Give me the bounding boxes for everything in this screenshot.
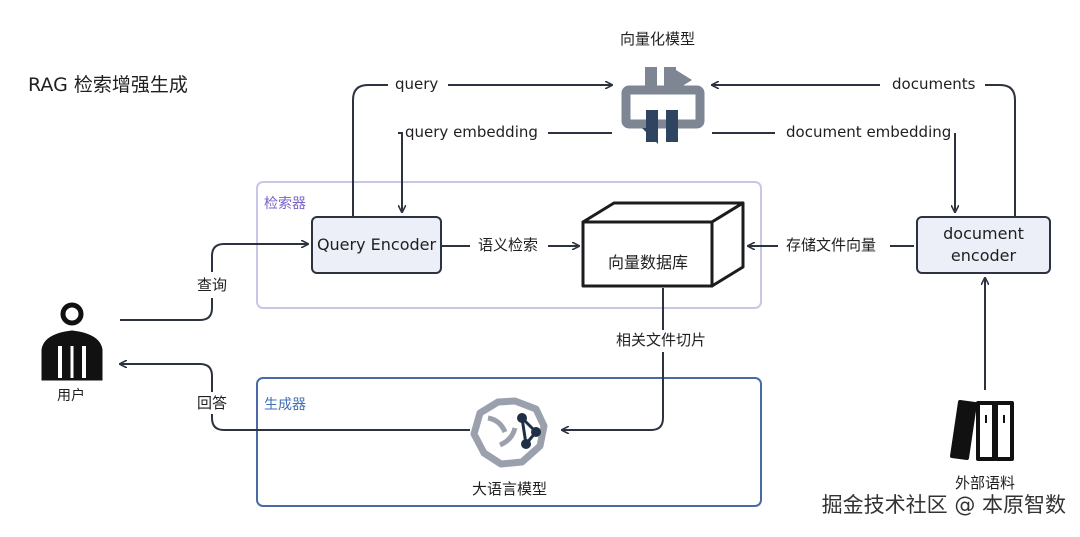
edge-label-query: query xyxy=(395,75,439,93)
database-cube-icon xyxy=(581,201,745,288)
edge-label-answer: 回答 xyxy=(197,394,228,412)
edge-answer-tail xyxy=(120,364,213,392)
edge-ask-tail xyxy=(211,244,308,272)
llm-label: 大语言模型 xyxy=(472,480,548,498)
edge-label-query-embedding: query embedding xyxy=(405,123,538,141)
retriever-group-label: 检索器 xyxy=(264,196,306,212)
user-label: 用户 xyxy=(57,388,85,404)
embedding-model-label: 向量化模型 xyxy=(620,30,696,48)
query-encoder-node: Query Encoder xyxy=(311,216,442,274)
edge-label-documents: documents xyxy=(892,75,976,93)
edge-label-relevant-chunks: 相关文件切片 xyxy=(616,331,707,349)
books-icon xyxy=(950,400,1014,461)
vector-db-label: 向量数据库 xyxy=(608,253,689,272)
edge-label-document-embedding: document embedding xyxy=(786,123,952,141)
watermark: 掘金技术社区 @ 本原智数 xyxy=(821,493,1066,517)
edge-query xyxy=(352,84,388,216)
edge-label-semantic-search: 语义检索 xyxy=(478,236,539,254)
document-encoder-node: document encoder xyxy=(916,216,1051,274)
generator-group-label: 生成器 xyxy=(264,397,306,413)
edge-query-embedding-tail xyxy=(398,132,402,212)
diagram-title: RAG 检索增强生成 xyxy=(28,74,188,96)
embedding-model-icon xyxy=(621,67,705,144)
edge-answer xyxy=(211,414,470,431)
user-icon xyxy=(41,302,103,381)
edge-ask xyxy=(120,298,213,321)
generator-group xyxy=(256,377,762,507)
external-corpus-label: 外部语料 xyxy=(955,474,1016,492)
edge-documents xyxy=(985,84,1016,216)
edge-label-store-vectors: 存储文件向量 xyxy=(786,236,877,254)
edge-label-ask: 查询 xyxy=(197,276,228,294)
edge-relevant-chunks-tail xyxy=(562,352,664,430)
brain-icon xyxy=(470,397,548,468)
